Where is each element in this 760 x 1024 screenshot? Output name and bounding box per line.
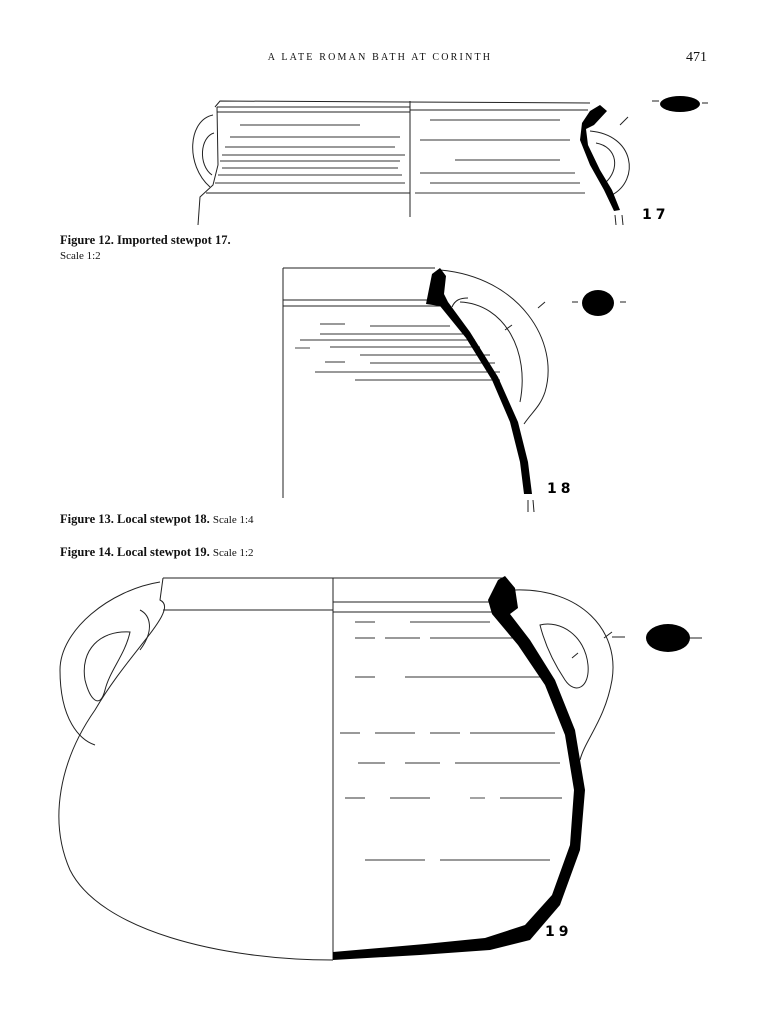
figure-14-title: Figure 14. Local stewpot 19. (60, 545, 210, 559)
figure-14-caption: Figure 14. Local stewpot 19. Scale 1:2 (60, 545, 254, 560)
figure-14-scale: Scale 1:2 (212, 547, 254, 559)
figure-12-caption: Figure 12. Imported stewpot 17. (60, 233, 231, 247)
figure-13-scale: Scale 1:4 (212, 514, 254, 526)
figure-13-drawing: 18 (282, 267, 626, 512)
catalog-number-18: 18 (547, 481, 574, 497)
catalog-number-17: 17 (642, 207, 669, 223)
figure-12-scale: Scale 1:2 (60, 250, 101, 262)
figure-14-drawing: 19 (58, 576, 702, 961)
figure-13-title: Figure 13. Local stewpot 18. (60, 512, 210, 526)
running-head: A LATE ROMAN BATH AT CORINTH (267, 52, 493, 63)
catalog-number-19: 19 (545, 924, 572, 940)
figure-12-drawing: 17 (192, 96, 708, 226)
page-number: 471 (686, 50, 707, 65)
figure-13-caption: Figure 13. Local stewpot 18. Scale 1:4 (60, 512, 254, 527)
